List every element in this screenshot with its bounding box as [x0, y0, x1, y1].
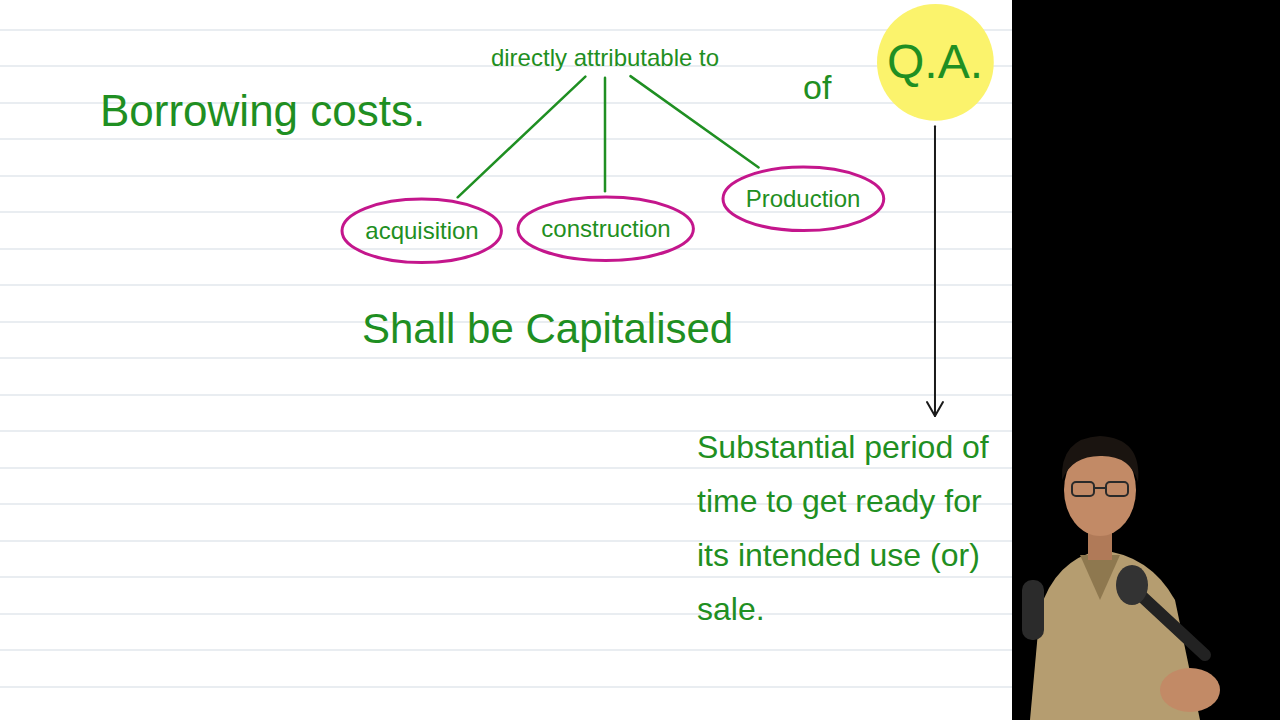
ruled-line — [0, 249, 1012, 250]
microphone-handle — [1135, 590, 1205, 655]
presenter-hand — [1160, 668, 1220, 712]
definition-text: Substantial period of time to get ready … — [697, 420, 1002, 636]
connector-line — [630, 76, 758, 167]
connector-line — [934, 126, 936, 416]
category-text: acquisition — [365, 217, 478, 245]
studio-microphone — [1022, 580, 1044, 640]
presenter-hair — [1062, 436, 1138, 482]
connector-line — [458, 77, 586, 198]
phrase-node: directly attributable to — [487, 42, 723, 74]
glasses-lens — [1072, 482, 1094, 496]
ellipse-stroke — [723, 167, 884, 231]
ruled-line — [0, 285, 1012, 286]
definition-note: Substantial period of time to get ready … — [697, 420, 1002, 636]
ruled-line — [0, 687, 1012, 688]
ruled-line — [0, 468, 1012, 469]
ellipse-stroke — [342, 199, 501, 263]
glasses-lens — [1106, 482, 1128, 496]
highlight-fill — [877, 4, 994, 121]
category-ellipse: Production — [721, 165, 886, 233]
connector-line — [604, 78, 607, 191]
ruled-line — [0, 30, 1012, 31]
ruled-lines — [0, 30, 1012, 687]
category-text: Production — [746, 185, 861, 213]
presenter-collar — [1080, 555, 1120, 600]
rule-statement: Shall be Capitalised — [362, 305, 733, 353]
ruled-line — [0, 577, 1012, 578]
presenter-figure — [1022, 436, 1220, 720]
ruled-line — [0, 395, 1012, 396]
ruled-line — [0, 650, 1012, 651]
connector-group — [630, 76, 758, 167]
paper-ground — [0, 0, 1012, 720]
highlight-circle: Q.A. — [875, 2, 996, 123]
connector-group — [605, 78, 606, 191]
video-panel — [1012, 0, 1280, 720]
ruled-line — [0, 614, 1012, 615]
category-ellipse: acquisition — [340, 197, 503, 265]
arrowhead — [927, 402, 943, 416]
category-ellipse: construction — [516, 195, 695, 263]
topic-heading: Borrowing costs. — [100, 86, 425, 137]
ruled-line — [0, 139, 1012, 140]
connector-group — [458, 77, 586, 198]
ruled-line — [0, 358, 1012, 359]
glasses-bridge — [1094, 487, 1106, 489]
connector-word: of — [803, 68, 831, 107]
ellipse-stroke — [518, 197, 693, 261]
phrase-text: directly attributable to — [491, 44, 719, 72]
connector-group — [927, 126, 943, 416]
category-text: construction — [541, 215, 670, 243]
microphone-head — [1116, 565, 1148, 605]
presenter-glasses — [1072, 482, 1128, 496]
abbreviation-text: Q.A. — [887, 34, 983, 89]
